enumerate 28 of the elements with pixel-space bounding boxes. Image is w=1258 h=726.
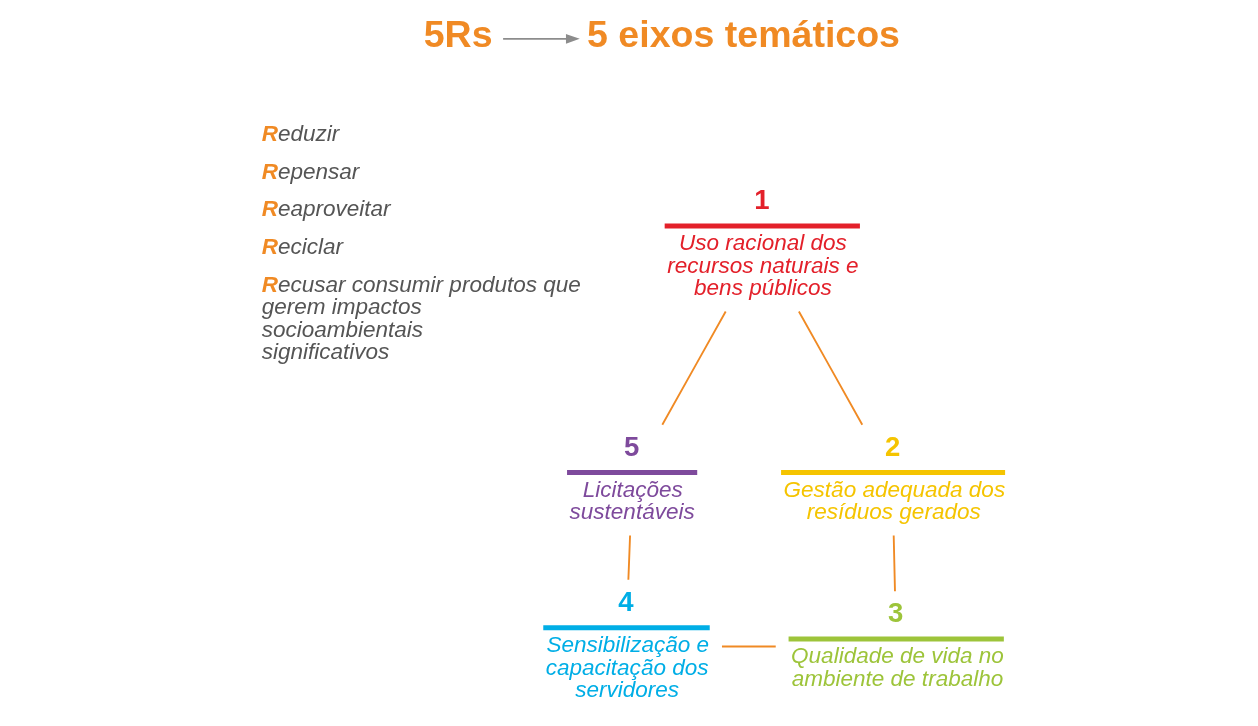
node-label: 4 [618, 585, 634, 617]
connector [721, 645, 777, 648]
node-box [788, 636, 1004, 642]
node-label: Uso racional dos recursos naturais e bens públicos [667, 230, 859, 301]
node-text: 5 eixos temáticos [587, 12, 900, 55]
node-label: Licitações sustentáveis [569, 476, 695, 525]
node-box [567, 470, 698, 475]
connector [627, 534, 631, 581]
node-label: 5 [623, 430, 640, 462]
node-box [781, 470, 1006, 475]
node-label: Sensibilização e capacitação dos servidores [545, 631, 710, 703]
arrow [502, 34, 580, 44]
node-label: 2 [884, 430, 901, 462]
label: Reduzir [261, 121, 340, 147]
label: Repensar [261, 158, 360, 184]
node-label: 3 [888, 597, 904, 629]
node-box [664, 223, 860, 229]
label: Recusar consumir produtos que gerem impactos socioambientais significativos [261, 271, 581, 365]
node-box [543, 625, 710, 631]
label: Reaproveitar [261, 196, 391, 222]
node-label: Qualidade de vida no ambiente de trabalho [791, 643, 1004, 691]
node-label: Gestão adequada dos resíduos gerados [783, 476, 1006, 525]
connector [661, 310, 727, 426]
node-text: 5Rs [423, 12, 493, 55]
connector [797, 310, 864, 426]
node-label: 1 [754, 184, 770, 216]
label: Reciclar [261, 233, 343, 259]
connector [892, 534, 896, 593]
